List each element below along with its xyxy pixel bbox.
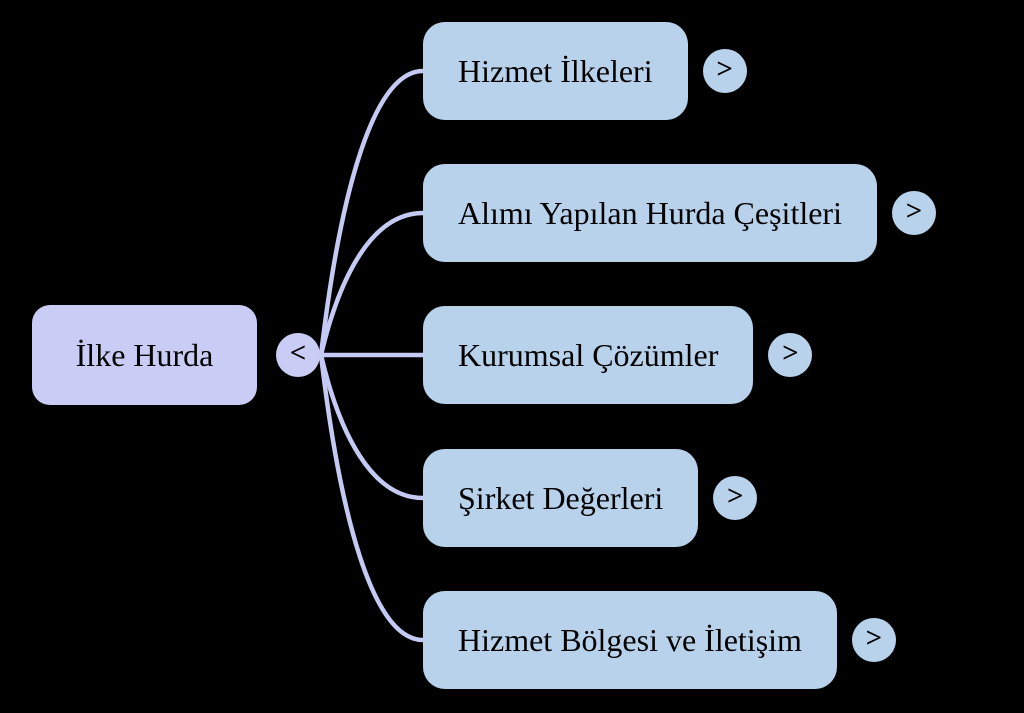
expand-icon: > [716, 53, 733, 85]
child-row-kurumsal-cozumler: Kurumsal Çözümler > [423, 306, 813, 404]
expand-toggle-button[interactable]: > [768, 333, 813, 377]
collapse-icon: < [289, 337, 307, 369]
child-row-hizmet-ilkeleri: Hizmet İlkeleri > [423, 22, 747, 120]
topic-node-label: Şirket Değerleri [458, 480, 664, 516]
topic-node[interactable]: Hizmet İlkeleri [423, 22, 688, 120]
root-node-label: İlke Hurda [75, 337, 214, 373]
child-row-sirket-degerleri: Şirket Değerleri > [423, 449, 758, 547]
topic-node[interactable]: Alımı Yapılan Hurda Çeşitleri [423, 164, 877, 262]
topic-node[interactable]: Hizmet Bölgesi ve İletişim [423, 591, 837, 689]
root-node[interactable]: İlke Hurda [32, 305, 257, 405]
connector-curve [318, 210, 426, 358]
expand-toggle-button[interactable]: > [713, 476, 758, 520]
expand-toggle-button[interactable]: > [891, 191, 936, 235]
connector-curve [318, 352, 426, 501]
child-row-alimi-yapilan-hurda-cesitleri: Alımı Yapılan Hurda Çeşitleri > [423, 164, 936, 262]
expand-toggle-button[interactable]: > [702, 49, 747, 93]
topic-node-label: Hizmet Bölgesi ve İletişim [458, 622, 802, 658]
expand-icon: > [905, 195, 923, 227]
expand-icon: > [782, 337, 799, 369]
expand-toggle-button[interactable]: > [851, 618, 896, 662]
root-row: İlke Hurda < [32, 305, 320, 405]
connector-curve [318, 68, 426, 358]
expand-icon: > [865, 622, 883, 654]
expand-icon: > [726, 480, 744, 512]
connector-curve [318, 352, 426, 643]
topic-node[interactable]: Şirket Değerleri [423, 449, 699, 547]
topic-node-label: Hizmet İlkeleri [458, 53, 653, 89]
child-row-hizmet-bolgesi-ve-iletisim: Hizmet Bölgesi ve İletişim > [423, 591, 896, 689]
topic-node-label: Alımı Yapılan Hurda Çeşitleri [458, 195, 842, 231]
topic-node-label: Kurumsal Çözümler [458, 337, 719, 373]
collapse-toggle-button[interactable]: < [276, 333, 320, 377]
topic-node[interactable]: Kurumsal Çözümler [423, 306, 754, 404]
